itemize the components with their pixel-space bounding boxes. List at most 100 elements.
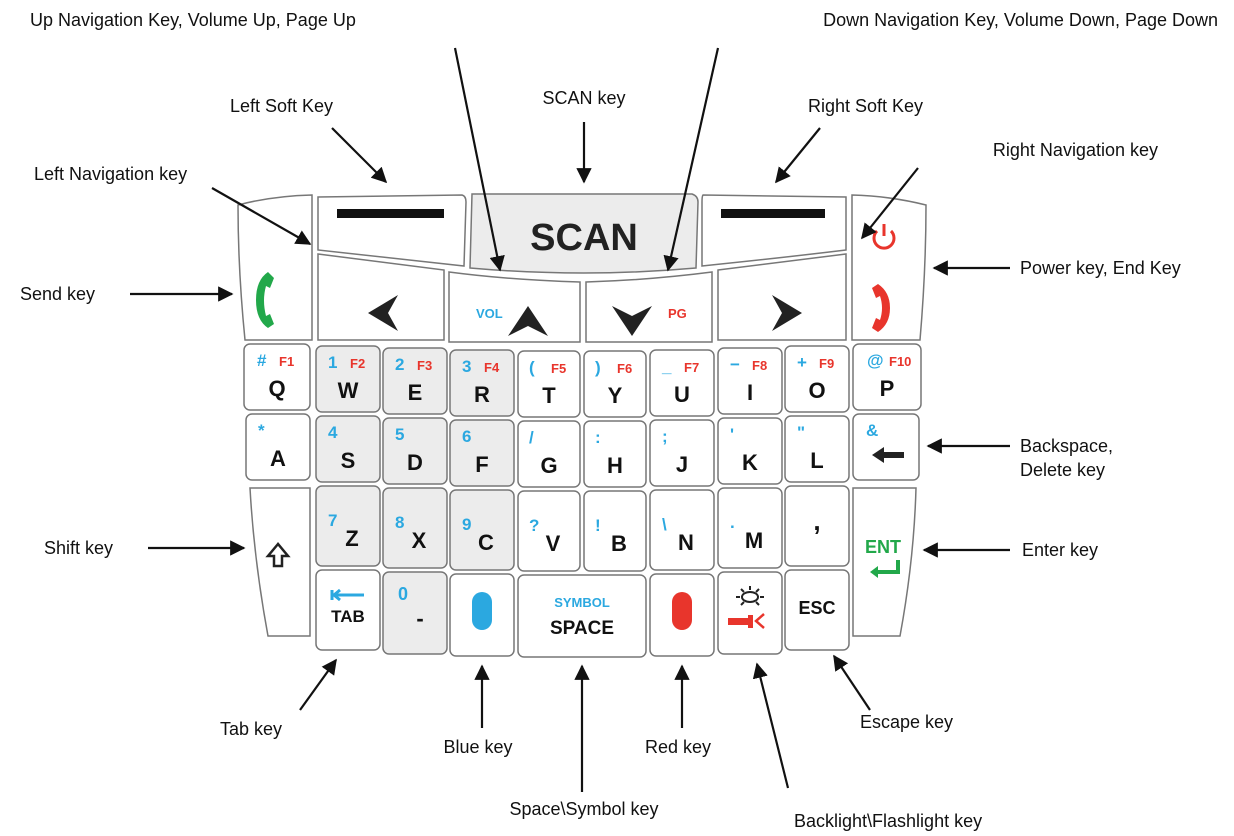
key-r[interactable] [449,349,515,417]
send-key[interactable] [237,194,313,341]
key-row-4 [315,569,850,658]
key-blue-legend: : [595,428,601,447]
label-shift: Shift key [44,538,113,558]
end-call-icon [872,284,890,332]
left-navigation-key[interactable] [317,253,445,341]
key-w[interactable] [315,345,381,413]
label-left-nav: Left Navigation key [34,164,187,184]
key-blue-legend: / [529,428,534,447]
key-u[interactable] [649,349,715,417]
key-row-2 [245,413,920,488]
key-main-legend: Q [268,376,285,401]
key-i[interactable] [717,347,783,415]
key-blue-legend: _ [661,357,672,376]
key-p[interactable] [852,343,922,411]
key-x[interactable] [382,487,448,569]
right-soft-key[interactable] [701,194,847,267]
tab-label: TAB [331,607,365,626]
label-tab: Tab key [220,719,282,739]
enter-icon [870,560,900,578]
label-escape: Escape key [860,712,953,732]
key-y[interactable] [583,350,647,418]
down-navigation-key[interactable] [585,271,713,343]
label-right-nav: Right Navigation key [993,140,1158,160]
key-v[interactable] [517,490,581,572]
key-main-legend: W [338,378,359,403]
label-blue: Blue key [443,737,512,757]
key-red-legend: F6 [617,361,632,376]
key-blue-legend: ( [529,358,535,377]
scan-key[interactable] [469,193,699,274]
key-e[interactable] [382,347,448,415]
right-soft-key-bar [721,209,825,218]
label-backspace-1: Backspace, [1020,436,1113,456]
key-main-legend: B [611,531,627,556]
backlight-key[interactable] [717,571,783,655]
key-blue-legend: 2 [395,355,404,374]
key-d[interactable] [382,417,448,485]
key-n[interactable] [649,489,715,571]
key-red-legend: F3 [417,358,432,373]
key-blue-legend: 4 [328,423,338,442]
key-main-legend: S [341,448,356,473]
key-zero[interactable] [382,571,448,655]
flashlight-icon [728,613,765,629]
backspace-key[interactable] [852,413,920,481]
backlight-icon [736,586,764,606]
key-b[interactable] [583,490,647,572]
key-blue-legend: ? [529,516,539,535]
key-red-legend: F2 [350,356,365,371]
right-arrow-icon [772,295,802,331]
key-c[interactable] [449,489,515,571]
key-main-legend: R [474,382,490,407]
enter-key[interactable] [852,487,917,637]
key-main-legend: Z [345,526,358,551]
key-k[interactable] [717,417,783,485]
arrow-tab [299,658,337,711]
key-h[interactable] [583,420,647,488]
pg-label: PG [668,306,687,321]
space-key[interactable] [517,574,647,658]
key-main-legend: O [808,378,825,403]
key-blue-legend: 3 [462,357,471,376]
power-end-key[interactable] [851,194,927,341]
esc-label: ESC [798,598,835,618]
key-comma[interactable] [784,485,850,567]
arrow-right-nav [861,167,919,240]
right-navigation-key[interactable] [717,253,847,341]
key-l[interactable] [784,415,850,483]
shift-key[interactable] [249,487,311,637]
key-red-legend: F8 [752,358,767,373]
key-blue-legend: @ [867,351,884,370]
label-down-nav: Down Navigation Key, Volume Down, Page D… [823,10,1218,30]
key-o[interactable] [784,345,850,413]
key-f[interactable] [449,419,515,487]
key-blue-legend: + [797,353,807,372]
key-red-legend: F9 [819,356,834,371]
key-main-legend: A [270,446,286,471]
arrow-left-nav [211,187,312,245]
send-icon [256,272,274,328]
key-s[interactable] [315,415,381,483]
key-z[interactable] [315,485,381,567]
key-main-legend: D [407,450,423,475]
key-blue-legend: 1 [328,353,337,372]
key-blue-legend: ) [595,358,601,377]
key-m[interactable] [717,487,783,569]
up-navigation-key[interactable] [448,271,581,343]
callout-labels: Up Navigation Key, Volume Up, Page Up Do… [20,10,1218,831]
arrow-escape [833,654,871,711]
key-main-legend: G [540,453,557,478]
escape-key[interactable] [784,569,850,651]
key-q[interactable] [243,343,311,411]
key-j[interactable] [649,419,715,487]
key-main-legend: V [546,531,561,556]
key-red-legend: F4 [484,360,500,375]
key-g[interactable] [517,420,581,488]
key-blue-legend: * [258,421,265,440]
left-soft-key[interactable] [317,194,467,267]
vol-label: VOL [476,306,503,321]
blue-key-indicator [472,592,492,630]
key-t[interactable] [517,350,581,418]
key-a[interactable] [245,413,311,481]
